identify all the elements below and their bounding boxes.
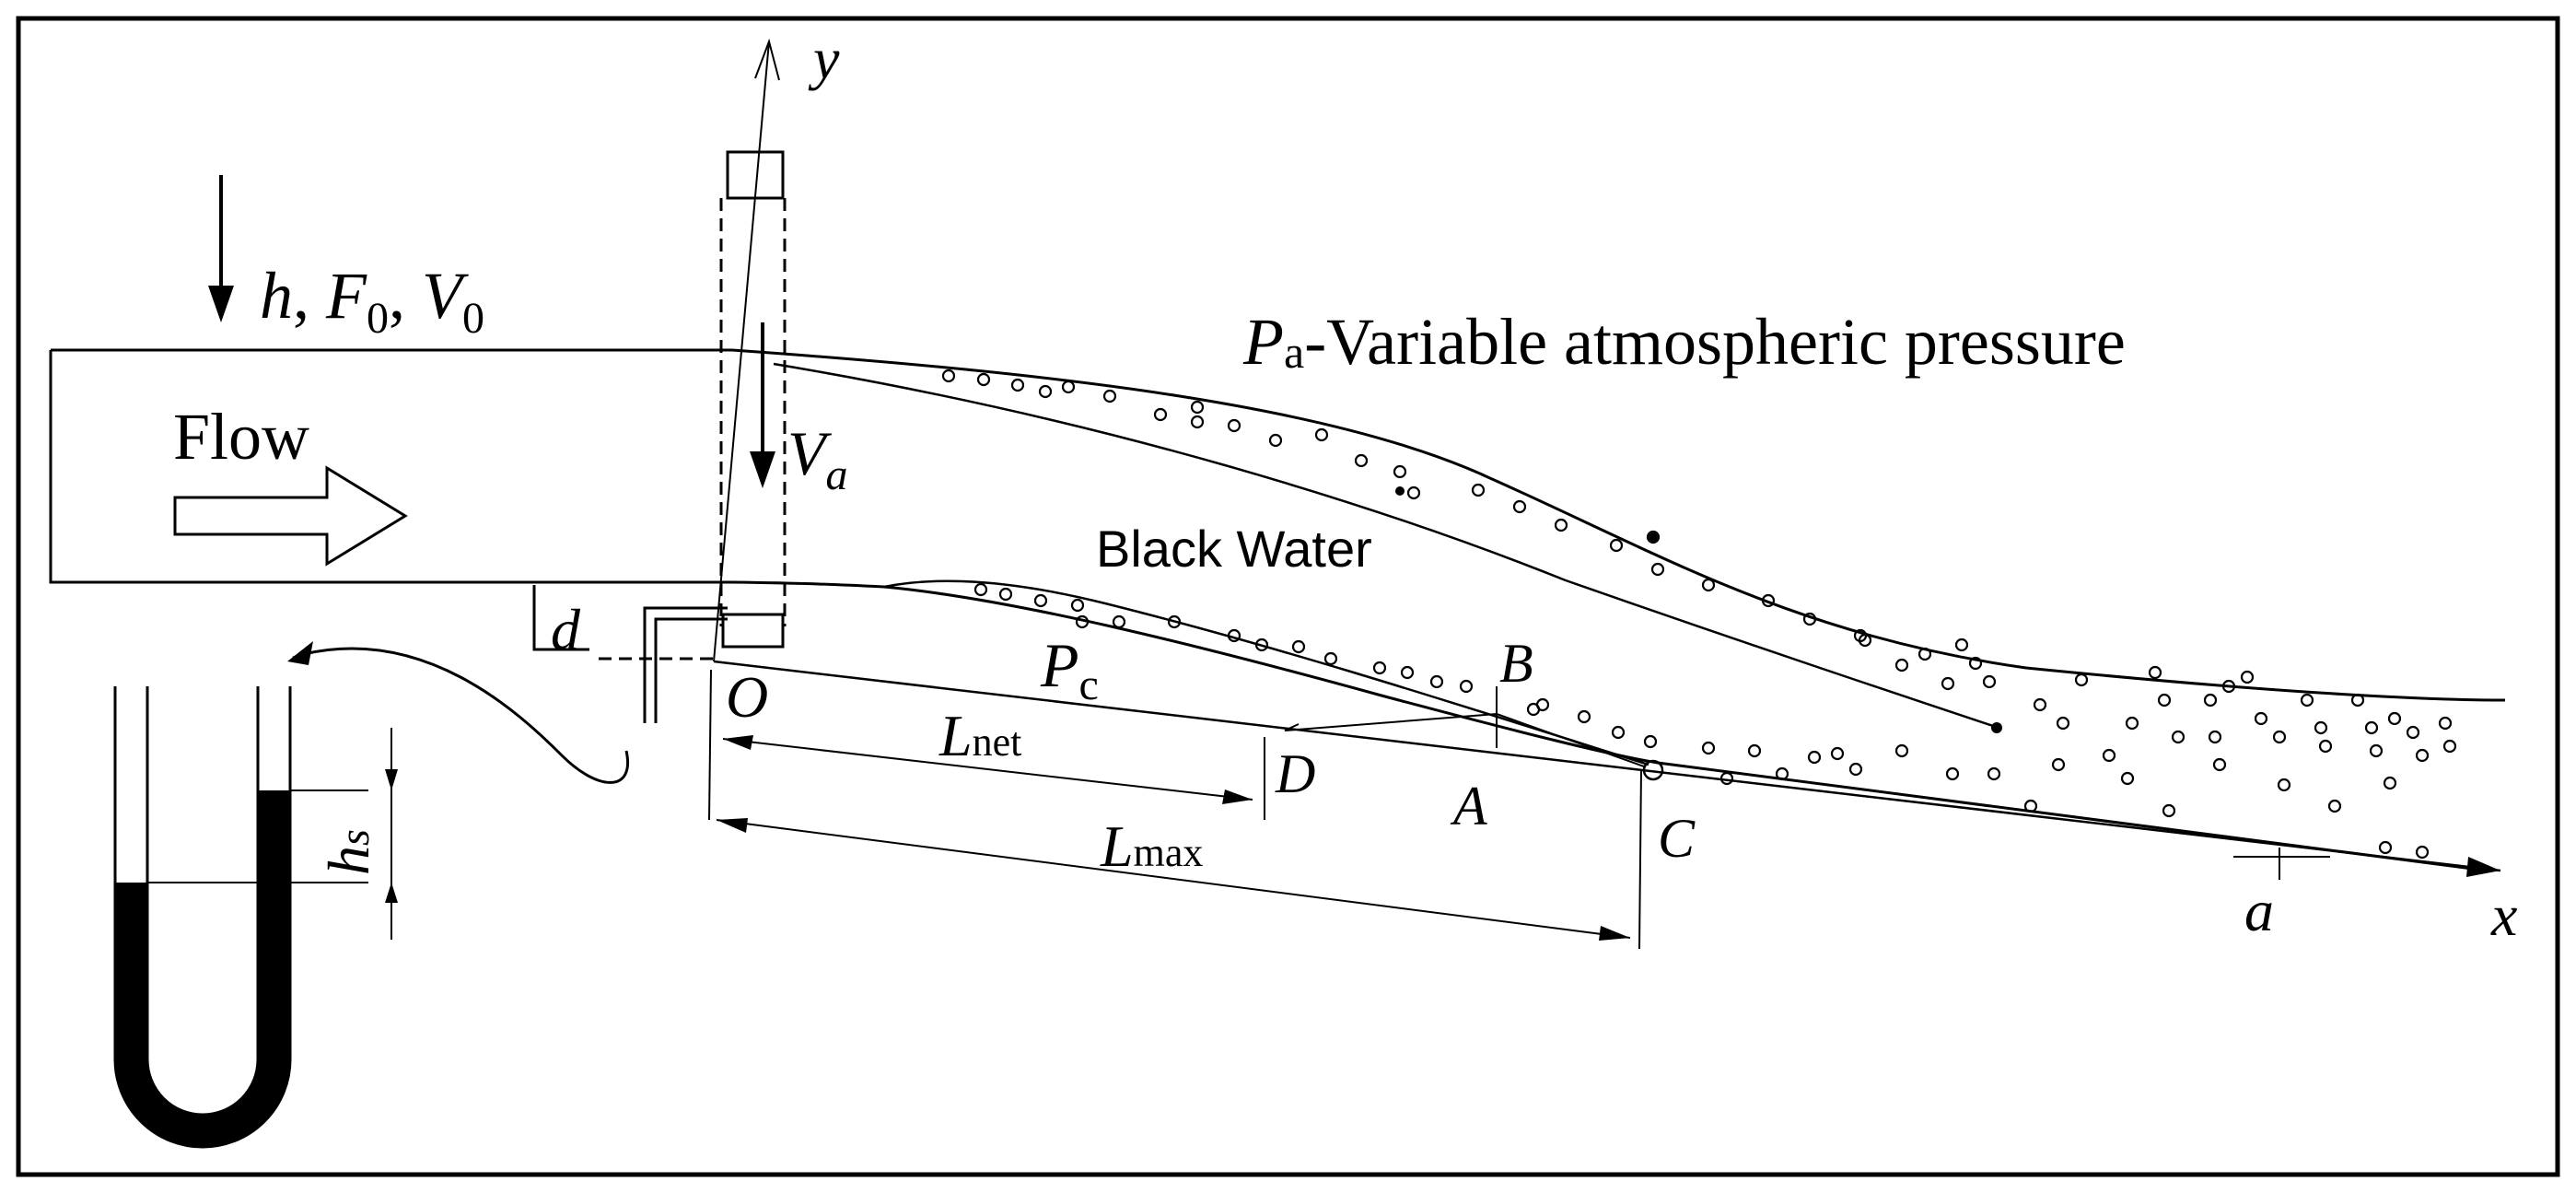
point-d-label: D: [1275, 743, 1315, 804]
y-axis: [713, 38, 780, 662]
y-axis-label: y: [808, 26, 840, 91]
l-max-dimension: [716, 768, 1642, 950]
inlet-label: h, F0, V0: [260, 259, 484, 343]
manometer-tube: [292, 647, 629, 784]
l-max-label: Lmax: [1100, 813, 1203, 879]
air-velocity-label: Va: [787, 418, 848, 499]
jet-upper-surface: [731, 348, 2506, 702]
slot-d-label: d: [551, 597, 581, 662]
x-axis-label: x: [2490, 883, 2517, 948]
bubble-filled: [1395, 486, 1405, 496]
air-bubbles: [941, 368, 2457, 860]
angle-a-label: a: [2244, 878, 2274, 943]
inlet-arrow-icon: [208, 175, 234, 322]
point-c-label: C: [1658, 808, 1696, 869]
point-b-label: B: [1499, 633, 1533, 694]
angle-a-marker: [2233, 848, 2330, 880]
pressure-tap-pipe: [643, 606, 728, 723]
point-a-label: A: [1450, 776, 1487, 836]
cavity-pressure-label: Pc: [1040, 630, 1099, 709]
cavity-triangle: [1284, 686, 2002, 781]
inflow-channel: [49, 348, 732, 584]
black-water-label: Black Water: [1096, 520, 1372, 578]
flow-label: Flow: [173, 400, 309, 474]
u-manometer: [113, 686, 398, 1149]
air-velocity-arrow-icon: [750, 322, 775, 488]
flow-arrow-icon: [173, 465, 408, 567]
manometer-hs-label: hs: [316, 829, 381, 875]
origin-label: O: [726, 664, 768, 730]
jet-inner-line: [773, 362, 1999, 730]
bubble-filled: [1649, 532, 1658, 542]
atmospheric-pressure-label: Pa-Variable atmospheric pressure: [1242, 305, 2126, 379]
cavity-upper-boundary: [883, 579, 1649, 766]
jet-lower-surface: [731, 580, 2488, 872]
slot-step: [532, 585, 589, 651]
manometer-tube-arrow-icon: [287, 641, 313, 665]
l-net-dimension: [708, 669, 1265, 821]
figure-frame: [16, 16, 2560, 1177]
x-axis: [713, 660, 2501, 877]
air-vent-shaft: [719, 150, 787, 649]
l-net-label: Lnet: [938, 703, 1021, 768]
